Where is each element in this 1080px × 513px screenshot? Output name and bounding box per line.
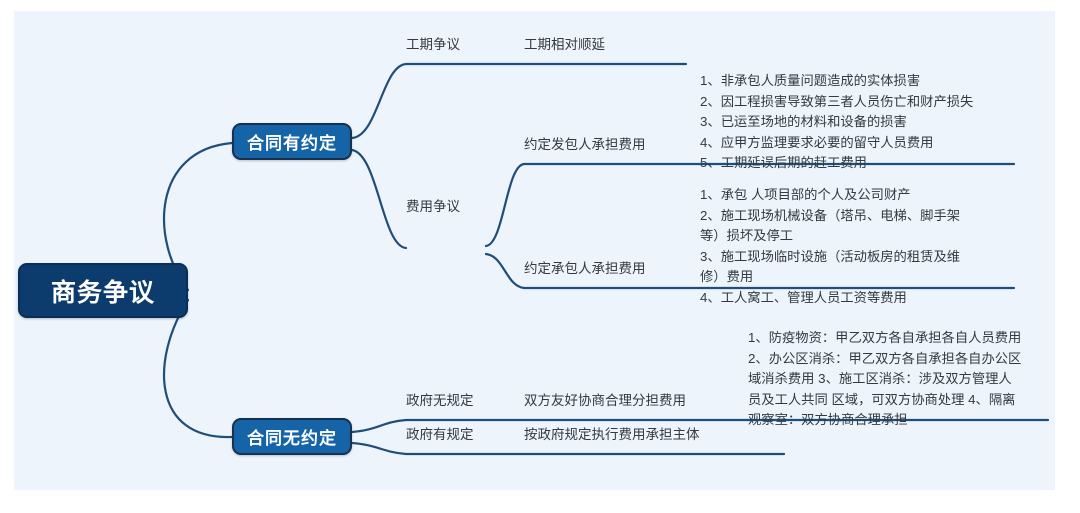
root-node[interactable]: 商务争议 (18, 263, 188, 318)
leaf-schedule-extension[interactable]: 工期相对顺延 (524, 37, 605, 52)
root-node-label: 商务争议 (50, 278, 155, 307)
topic-has-gov-rule[interactable]: 政府有规定 (406, 427, 474, 442)
branch-node-without-agreement[interactable]: 合同无约定 (232, 418, 352, 455)
leaf-follow-gov-rule[interactable]: 按政府规定执行费用承担主体 (524, 427, 700, 442)
detail-contractor-items[interactable]: 1、承包 人项目部的个人及公司财产 2、施工现场机械设备（塔吊、电梯、脚手架等）… (700, 187, 961, 305)
topic-schedule-dispute[interactable]: 工期争议 (406, 37, 460, 52)
topic-cost-dispute[interactable]: 费用争议 (406, 199, 460, 214)
branch-node-without-agreement-label: 合同无约定 (247, 429, 337, 448)
leaf-contractor-bears-cost[interactable]: 约定承包人承担费用 (524, 261, 646, 276)
branch-node-with-agreement-label: 合同有约定 (247, 134, 337, 153)
detail-epidemic-items[interactable]: 1、防疫物资：甲乙双方各自承担各自人员费用 2、办公区消杀：甲乙双方各自承担各自… (748, 330, 1022, 427)
leaf-employer-bears-cost[interactable]: 约定发包人承担费用 (524, 137, 646, 152)
branch-node-with-agreement[interactable]: 合同有约定 (232, 123, 352, 160)
topic-no-gov-rule[interactable]: 政府无规定 (406, 393, 474, 408)
leaf-negotiate-share[interactable]: 双方友好协商合理分担费用 (524, 393, 686, 408)
detail-employer-items[interactable]: 1、非承包人质量问题造成的实体损害 2、因工程损害导致第三者人员伤亡和财产损失 … (700, 73, 974, 170)
